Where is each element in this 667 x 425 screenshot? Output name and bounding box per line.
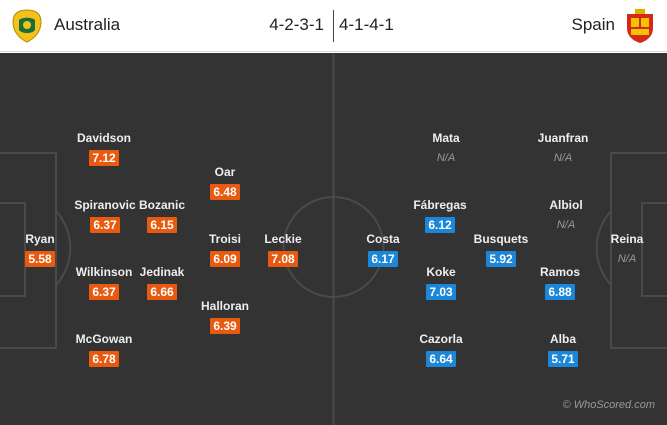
player-name: Albiol — [549, 198, 583, 212]
player-spiranovic[interactable]: Spiranovic 6.37 — [65, 198, 145, 234]
player-rating: 7.08 — [268, 251, 298, 267]
player-fabregas[interactable]: Fábregas 6.12 — [400, 198, 480, 234]
player-jedinak[interactable]: Jedinak 6.66 — [122, 265, 202, 301]
away-formation: 4-1-4-1 — [339, 15, 394, 34]
player-name: Ryan — [25, 232, 55, 246]
player-name: Fábregas — [413, 198, 467, 212]
away-team-name: Spain — [571, 15, 615, 34]
player-rating: 6.12 — [425, 217, 455, 233]
player-name: Leckie — [264, 232, 302, 246]
player-rating: 6.88 — [545, 284, 575, 300]
player-rating: 6.66 — [147, 284, 177, 300]
player-reina[interactable]: Reina N/A — [587, 232, 667, 267]
player-rating: N/A — [617, 253, 637, 265]
player-ryan[interactable]: Ryan 5.58 — [0, 232, 80, 268]
player-rating: 5.92 — [486, 251, 516, 267]
spain-crest-icon — [627, 9, 653, 43]
player-name: Reina — [610, 232, 644, 246]
player-name: Oar — [214, 165, 236, 179]
player-rating: 6.37 — [89, 284, 119, 300]
player-oar[interactable]: Oar 6.48 — [185, 165, 265, 201]
player-name: Troisi — [208, 232, 241, 246]
player-halloran[interactable]: Halloran 6.39 — [185, 299, 265, 335]
player-koke[interactable]: Koke 7.03 — [401, 265, 481, 301]
player-rating: 6.37 — [90, 217, 120, 233]
player-name: Halloran — [200, 299, 249, 313]
player-rating: 7.03 — [426, 284, 456, 300]
player-albiol[interactable]: Albiol N/A — [526, 198, 606, 233]
player-rating: 6.64 — [426, 351, 456, 367]
player-rating: 6.39 — [210, 318, 240, 334]
player-rating: 6.15 — [147, 217, 177, 233]
player-rating: N/A — [553, 152, 573, 164]
player-cazorla[interactable]: Cazorla 6.64 — [401, 332, 481, 368]
player-name: Busquets — [473, 232, 529, 246]
pitch-lines — [0, 53, 667, 425]
player-costa[interactable]: Costa 6.17 — [343, 232, 423, 268]
whoscored-watermark: © WhoScored.com — [562, 399, 655, 411]
player-bozanic[interactable]: Bozanic 6.15 — [122, 198, 202, 234]
player-mcgowan[interactable]: McGowan 6.78 — [64, 332, 144, 368]
player-name: Bozanic — [138, 198, 185, 212]
home-team-name: Australia — [54, 15, 121, 34]
player-wilkinson[interactable]: Wilkinson 6.37 — [64, 265, 144, 301]
player-rating: 7.12 — [89, 150, 119, 166]
player-busquets[interactable]: Busquets 5.92 — [461, 232, 541, 268]
player-name: Ramos — [539, 265, 580, 279]
player-rating: 6.78 — [89, 351, 119, 367]
player-name: Alba — [549, 332, 576, 346]
player-name: Cazorla — [419, 332, 463, 346]
player-name: McGowan — [75, 332, 133, 346]
player-name: Spiranovic — [74, 198, 136, 212]
match-header: Australia 4-2-3-1 4-1-4-1 Spain — [0, 0, 667, 52]
player-rating: N/A — [556, 219, 576, 231]
player-rating: 6.48 — [210, 184, 240, 200]
player-rating: 6.17 — [368, 251, 398, 267]
player-rating: 5.71 — [548, 351, 578, 367]
player-name: Jedinak — [139, 265, 185, 279]
player-troisi[interactable]: Troisi 6.09 — [185, 232, 265, 268]
pitch: Ryan 5.58 Davidson 7.12 Spiranovic 6.37 … — [0, 53, 667, 425]
formation-divider — [333, 10, 334, 42]
player-juanfran[interactable]: Juanfran N/A — [523, 131, 603, 166]
player-ramos[interactable]: Ramos 6.88 — [520, 265, 600, 301]
player-rating: 5.58 — [25, 251, 55, 267]
home-formation: 4-2-3-1 — [269, 15, 324, 34]
player-name: Costa — [366, 232, 400, 246]
player-davidson[interactable]: Davidson 7.12 — [64, 131, 144, 167]
player-name: Davidson — [76, 131, 131, 145]
player-rating: N/A — [436, 152, 456, 164]
player-alba[interactable]: Alba 5.71 — [523, 332, 603, 368]
player-leckie[interactable]: Leckie 7.08 — [243, 232, 323, 268]
player-mata[interactable]: Mata N/A — [406, 131, 486, 166]
player-name: Mata — [432, 131, 460, 145]
player-name: Koke — [426, 265, 456, 279]
player-name: Wilkinson — [75, 265, 133, 279]
player-name: Juanfran — [537, 131, 589, 145]
australia-crest-icon — [12, 9, 42, 43]
player-rating: 6.09 — [210, 251, 240, 267]
